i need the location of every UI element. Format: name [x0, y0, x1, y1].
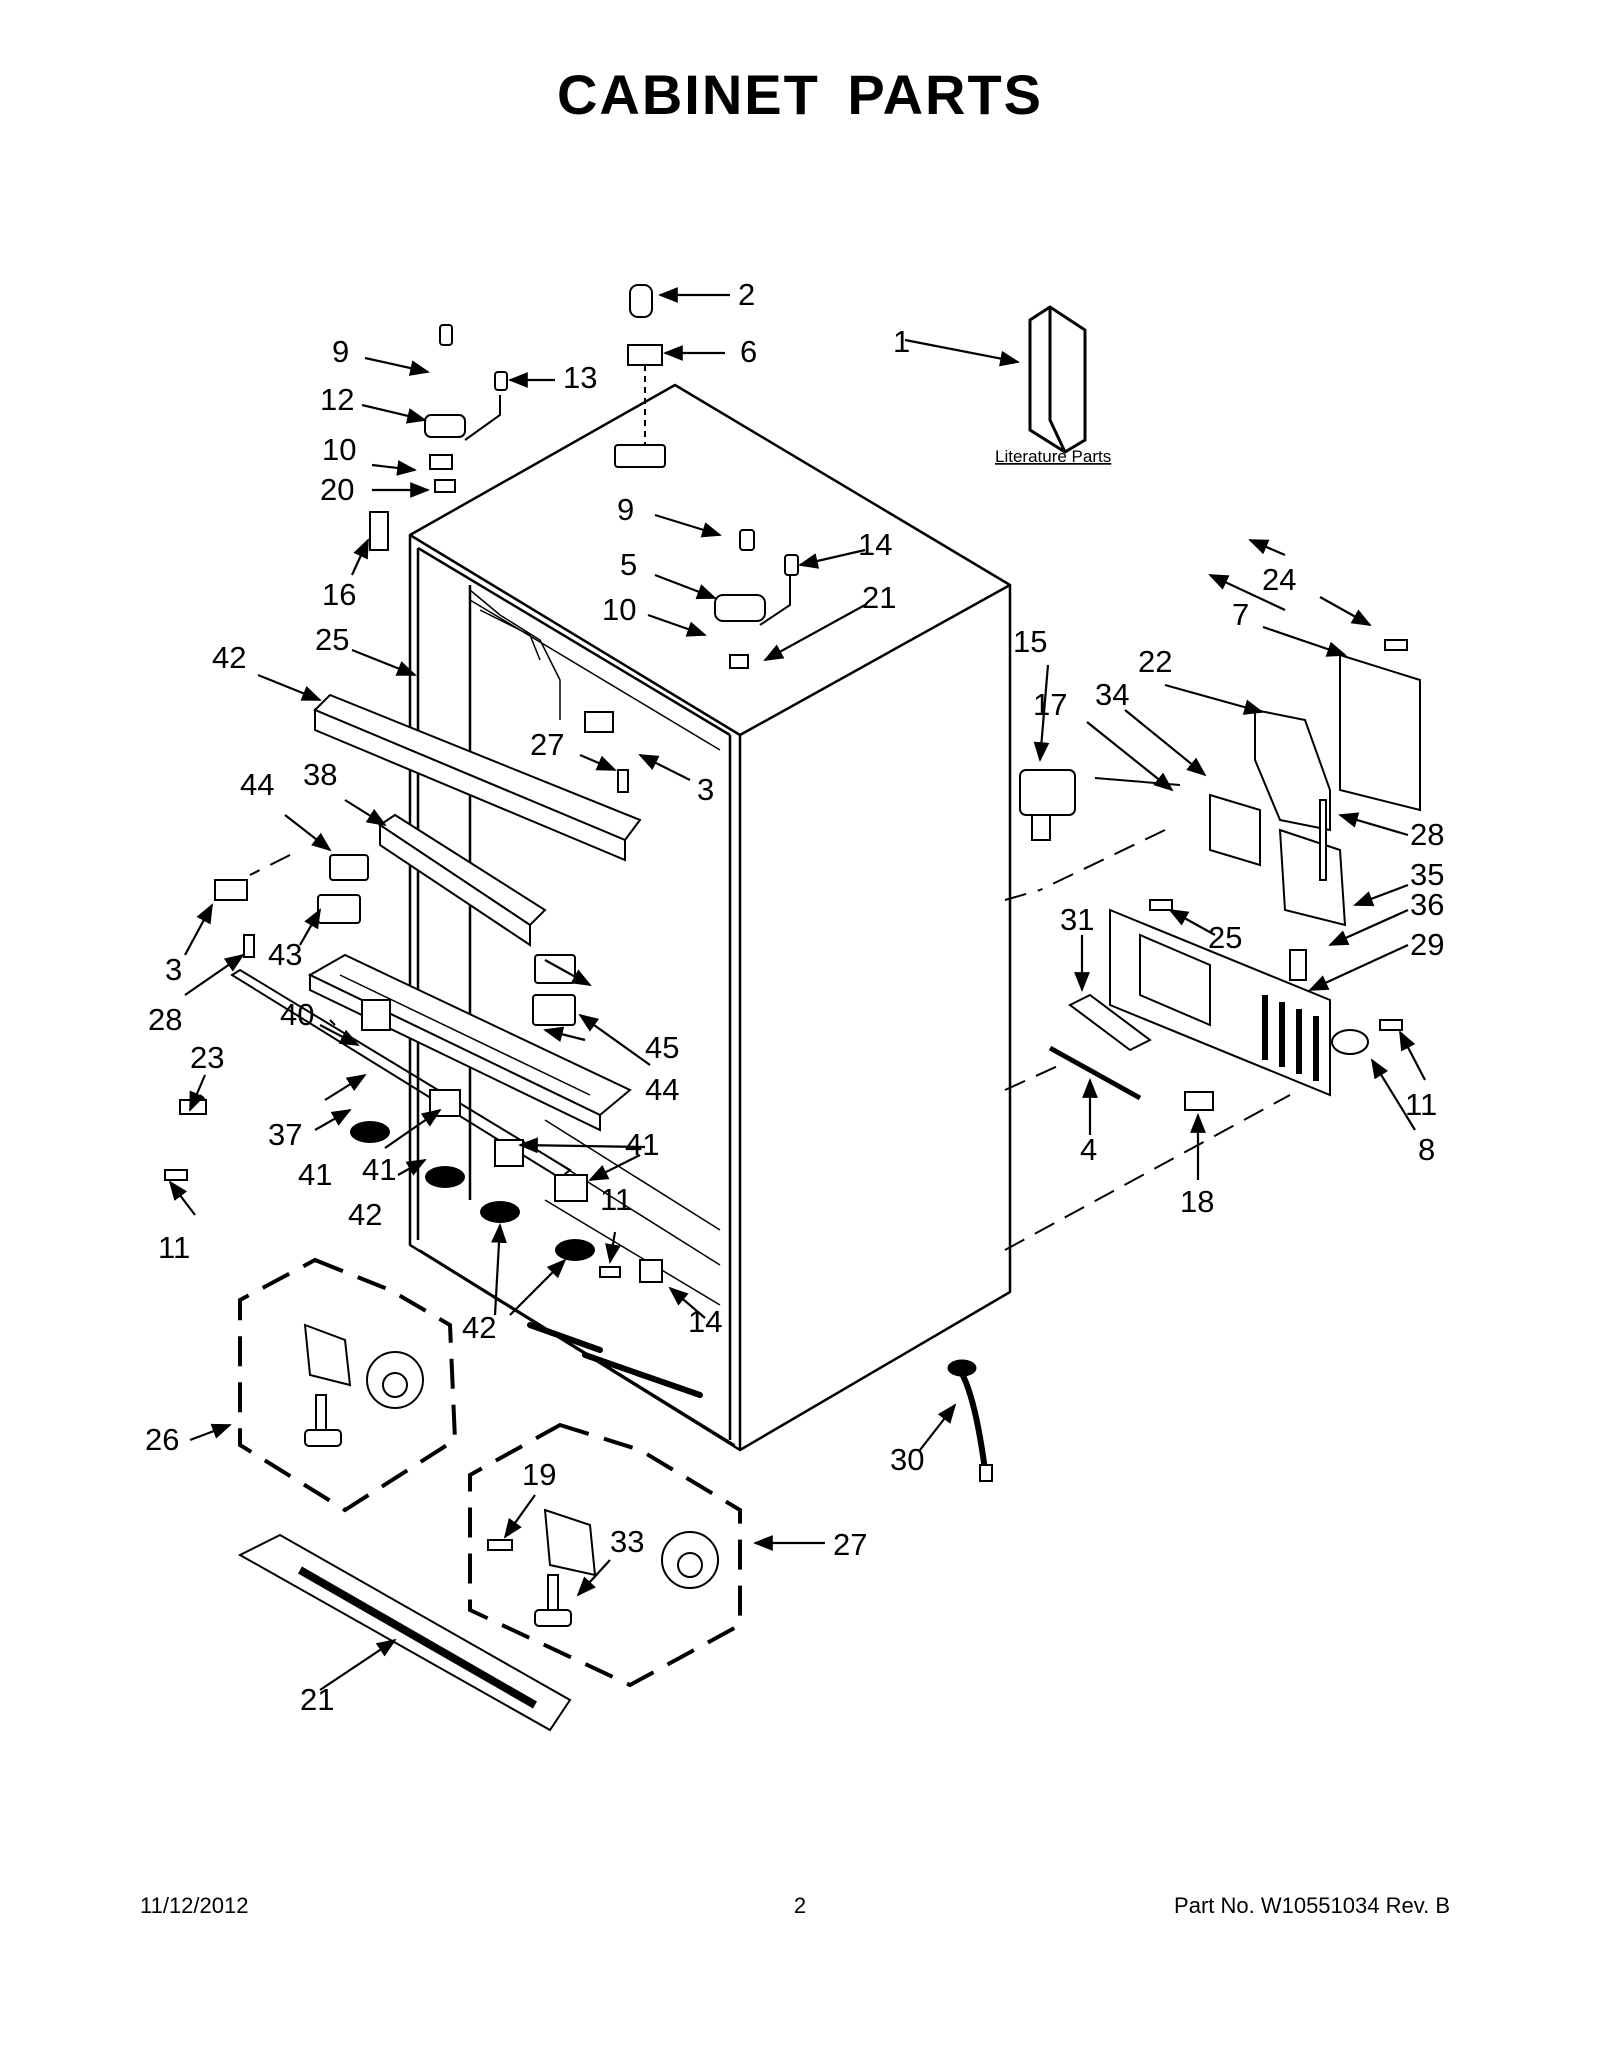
roller-group-right: [468, 1422, 742, 1688]
callout-9b: 9: [617, 492, 634, 527]
callout-44b: 44: [645, 1072, 679, 1107]
footer-part-number: Part No. W10551034 Rev. B: [1174, 1893, 1450, 1918]
callout-43: 42: [212, 640, 246, 675]
clamp-8: [1331, 1029, 1369, 1055]
rail-40: [378, 813, 547, 947]
callout-6: 6: [740, 334, 757, 369]
grille-22: [237, 1533, 572, 1732]
leader-lines: [168, 287, 1426, 1691]
callout-41c: 41: [625, 1127, 659, 1162]
callout-40: 38: [303, 757, 337, 792]
callout-42c: 42: [462, 1310, 496, 1345]
water-inlet-parts: [614, 284, 666, 468]
callout-45: 44: [240, 767, 274, 802]
callout-5: 5: [620, 547, 637, 582]
callout-16: 15: [1013, 624, 1047, 659]
water-valve: [1019, 769, 1181, 841]
callout-25: 24: [1262, 562, 1296, 597]
callout-31: 30: [890, 1442, 924, 1477]
machine-compartment-cover: [1109, 908, 1331, 1097]
top-hinge-right: [714, 529, 799, 669]
callout-1: 1: [893, 324, 910, 359]
footer-date: 11/12/2012: [140, 1893, 249, 1918]
pads-42: [350, 1121, 595, 1261]
callout-13: 12: [320, 382, 354, 417]
wire-harness-31: [947, 1359, 993, 1482]
callout-19: 18: [1180, 1184, 1214, 1219]
callout-26: 25: [315, 622, 349, 657]
callout-18: 17: [1033, 687, 1067, 722]
top-hinge-left: [424, 324, 508, 493]
callout-27: 26: [145, 1422, 179, 1457]
literature-parts-label: Literature Parts: [995, 447, 1111, 466]
screws: [164, 639, 1408, 1278]
hinge-bracket: [369, 511, 389, 551]
callout-42: 41: [298, 1157, 332, 1192]
strip-4: [1048, 1045, 1142, 1101]
filter-33: [1068, 993, 1152, 1052]
callout-11: 11: [158, 1230, 190, 1265]
page-title: CABINET PARTS: [556, 63, 1044, 126]
rail-brackets: [179, 711, 663, 1283]
callout-21: 20: [320, 472, 354, 507]
assembly-lines: [249, 829, 1291, 1251]
callout-10b: 10: [602, 592, 636, 627]
callout-10: 10: [322, 432, 356, 467]
callout-22: 21: [300, 1682, 334, 1717]
callout-35: 34: [1095, 677, 1129, 712]
roller-group-right-parts: [487, 1508, 719, 1627]
callout-37: 36: [1410, 887, 1444, 922]
callout-45b: 45: [645, 1030, 679, 1065]
roller-group-left: [238, 1257, 458, 1513]
clip-19: [1184, 1091, 1214, 1111]
callout-23: 22: [1138, 644, 1172, 679]
footer-page-number: 2: [793, 1893, 807, 1918]
callout-11b: 11: [600, 1182, 632, 1217]
callout-27b: 27: [833, 1527, 867, 1562]
callout-4: 4: [1080, 1132, 1097, 1167]
roller-group-left-parts: [303, 1323, 424, 1447]
callout-21b: 21: [862, 580, 896, 615]
callout-44: 43: [268, 937, 302, 972]
cabinet-body: [408, 383, 1012, 1452]
callout-20: 19: [522, 1457, 556, 1492]
callout-33: 31: [1060, 902, 1094, 937]
callout-38: 37: [268, 1117, 302, 1152]
callout-7: 7: [1232, 597, 1249, 632]
callout-labels: 1 2 3 3 4 5 6 7 8 9 9 10 10 11 11 11 12 …: [145, 277, 1444, 1717]
callout-3: 3: [697, 772, 714, 807]
callout-36: 35: [1410, 857, 1444, 892]
callout-41: 40: [280, 997, 314, 1032]
callout-9: 9: [332, 334, 349, 369]
callout-25b: 25: [1208, 920, 1242, 955]
control-housing: [1209, 653, 1421, 981]
literature-book: [1028, 305, 1087, 454]
callout-29: 28: [1410, 817, 1444, 852]
callout-14b: 14: [858, 527, 892, 562]
callout-42b: 42: [348, 1197, 382, 1232]
callout-28b: 28: [148, 1002, 182, 1037]
callout-24: 23: [190, 1040, 224, 1075]
callout-3b: 3: [165, 952, 182, 987]
callout-2: 2: [738, 277, 755, 312]
callout-30: 29: [1410, 927, 1444, 962]
callout-17: 16: [322, 577, 356, 612]
callout-15: 14: [688, 1304, 722, 1339]
callout-41b: 41: [362, 1152, 396, 1187]
rail-43: [313, 693, 642, 862]
callout-8: 8: [1418, 1132, 1435, 1167]
callout-28: 27: [530, 727, 564, 762]
callout-12: 11: [1405, 1087, 1437, 1122]
callout-14: 13: [563, 360, 597, 395]
callout-34: 33: [610, 1524, 644, 1559]
